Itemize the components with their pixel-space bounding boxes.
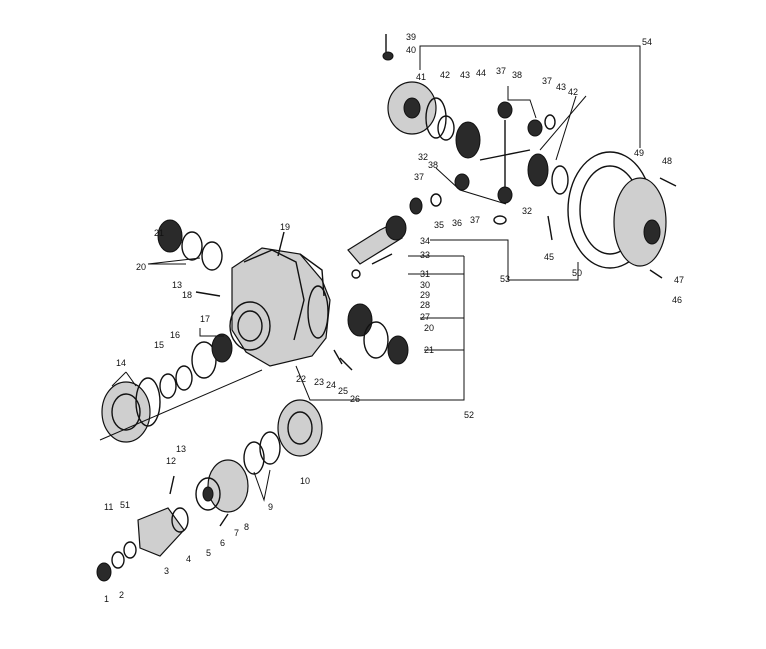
label-24: 24 (326, 380, 336, 390)
label-3: 3 (164, 566, 169, 576)
label-32-right: 32 (522, 206, 532, 216)
bearing-cup-cone-right (347, 303, 409, 365)
label-37-mid: 37 (414, 172, 424, 182)
label-18: 18 (182, 290, 192, 300)
fasteners (169, 34, 677, 527)
label-13-top: 13 (172, 280, 182, 290)
label-34: 34 (420, 236, 430, 246)
part-labels: 1 2 3 4 5 6 7 8 9 10 11 12 13 13 14 15 1… (104, 32, 684, 604)
label-27: 27 (420, 312, 430, 322)
drive-pinion (347, 215, 407, 265)
label-31: 31 (420, 269, 430, 279)
label-7: 7 (234, 528, 239, 538)
label-4: 4 (186, 554, 191, 564)
label-39: 39 (406, 32, 416, 42)
label-44: 44 (476, 68, 486, 78)
companion-yoke (137, 507, 189, 557)
label-30: 30 (420, 280, 430, 290)
label-43-right: 43 (556, 82, 566, 92)
label-14: 14 (116, 358, 126, 368)
label-51: 51 (120, 500, 130, 510)
label-37-bottom: 37 (470, 215, 480, 225)
label-38-top: 38 (512, 70, 522, 80)
label-42-left: 42 (440, 70, 450, 80)
leader-lines (99, 45, 641, 502)
spider-gear-set (437, 101, 569, 204)
label-32-left: 32 (418, 152, 428, 162)
axle-flange (277, 399, 323, 457)
label-26: 26 (350, 394, 360, 404)
differential-housing (229, 247, 331, 367)
label-29: 29 (420, 290, 430, 300)
label-23: 23 (314, 377, 324, 387)
differential-case-left (387, 81, 447, 139)
label-35: 35 (434, 220, 444, 230)
label-46: 46 (672, 295, 682, 305)
flange-nut-washer (96, 541, 137, 582)
label-15: 15 (154, 340, 164, 350)
label-33: 33 (420, 250, 430, 260)
label-38-mid: 38 (428, 160, 438, 170)
label-10: 10 (300, 476, 310, 486)
label-2: 2 (119, 590, 124, 600)
label-9: 9 (268, 502, 273, 512)
label-40: 40 (406, 45, 416, 55)
label-50: 50 (572, 268, 582, 278)
label-37-topright: 37 (542, 76, 552, 86)
axle-hub (195, 459, 249, 513)
label-21-right: 21 (424, 345, 434, 355)
ring-gear (567, 151, 667, 269)
label-54: 54 (642, 37, 652, 47)
label-42-right: 42 (568, 87, 578, 97)
label-21-left: 21 (154, 228, 164, 238)
label-49: 49 (634, 148, 644, 158)
label-17: 17 (200, 314, 210, 324)
label-5: 5 (206, 548, 211, 558)
label-20-right: 20 (424, 323, 434, 333)
label-1: 1 (104, 594, 109, 604)
label-8: 8 (244, 522, 249, 532)
label-19: 19 (280, 222, 290, 232)
label-13-bottom: 13 (176, 444, 186, 454)
label-45: 45 (544, 252, 554, 262)
label-47: 47 (674, 275, 684, 285)
label-25: 25 (338, 386, 348, 396)
label-16: 16 (170, 330, 180, 340)
label-43-left: 43 (460, 70, 470, 80)
label-28: 28 (420, 300, 430, 310)
label-48: 48 (662, 156, 672, 166)
label-37-top: 37 (496, 66, 506, 76)
label-22: 22 (296, 374, 306, 384)
label-41: 41 (416, 72, 426, 82)
label-52: 52 (464, 410, 474, 420)
label-12: 12 (166, 456, 176, 466)
carrier-cover (101, 377, 161, 443)
label-20-left: 20 (136, 262, 146, 272)
pinion-bearing-set (159, 333, 233, 399)
label-6: 6 (220, 538, 225, 548)
label-36: 36 (452, 218, 462, 228)
bearing-9 (243, 431, 281, 475)
label-11: 11 (104, 502, 113, 512)
label-53: 53 (500, 274, 510, 284)
bearing-cup-cone-left (157, 219, 223, 271)
